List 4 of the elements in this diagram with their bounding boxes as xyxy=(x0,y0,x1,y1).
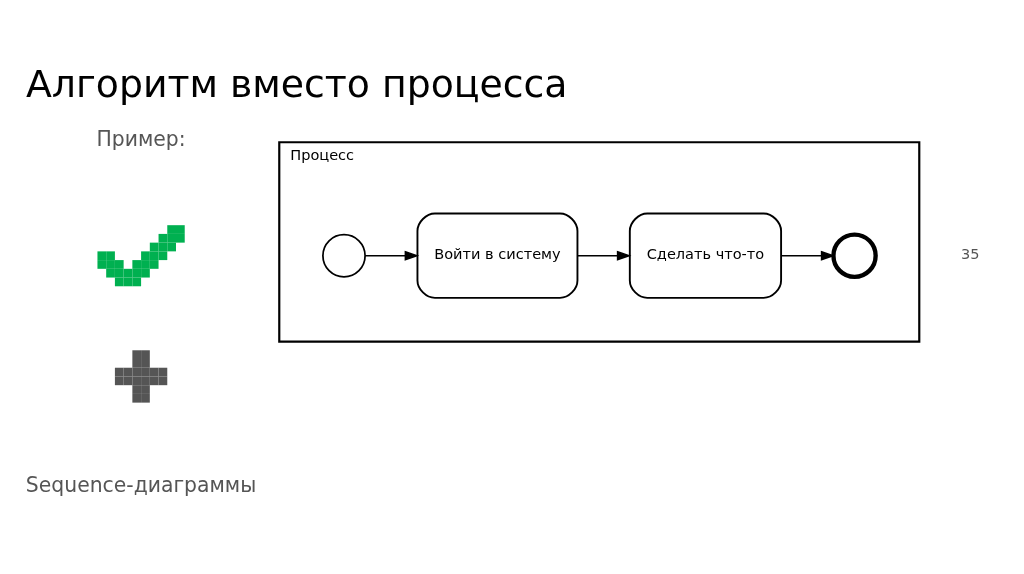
diagram-title: Алгоритм вместо процесса xyxy=(25,61,568,106)
label: Sequence-диаграммы xyxy=(25,473,257,498)
label: 35 xyxy=(960,246,980,263)
label: Пример: xyxy=(96,127,186,152)
